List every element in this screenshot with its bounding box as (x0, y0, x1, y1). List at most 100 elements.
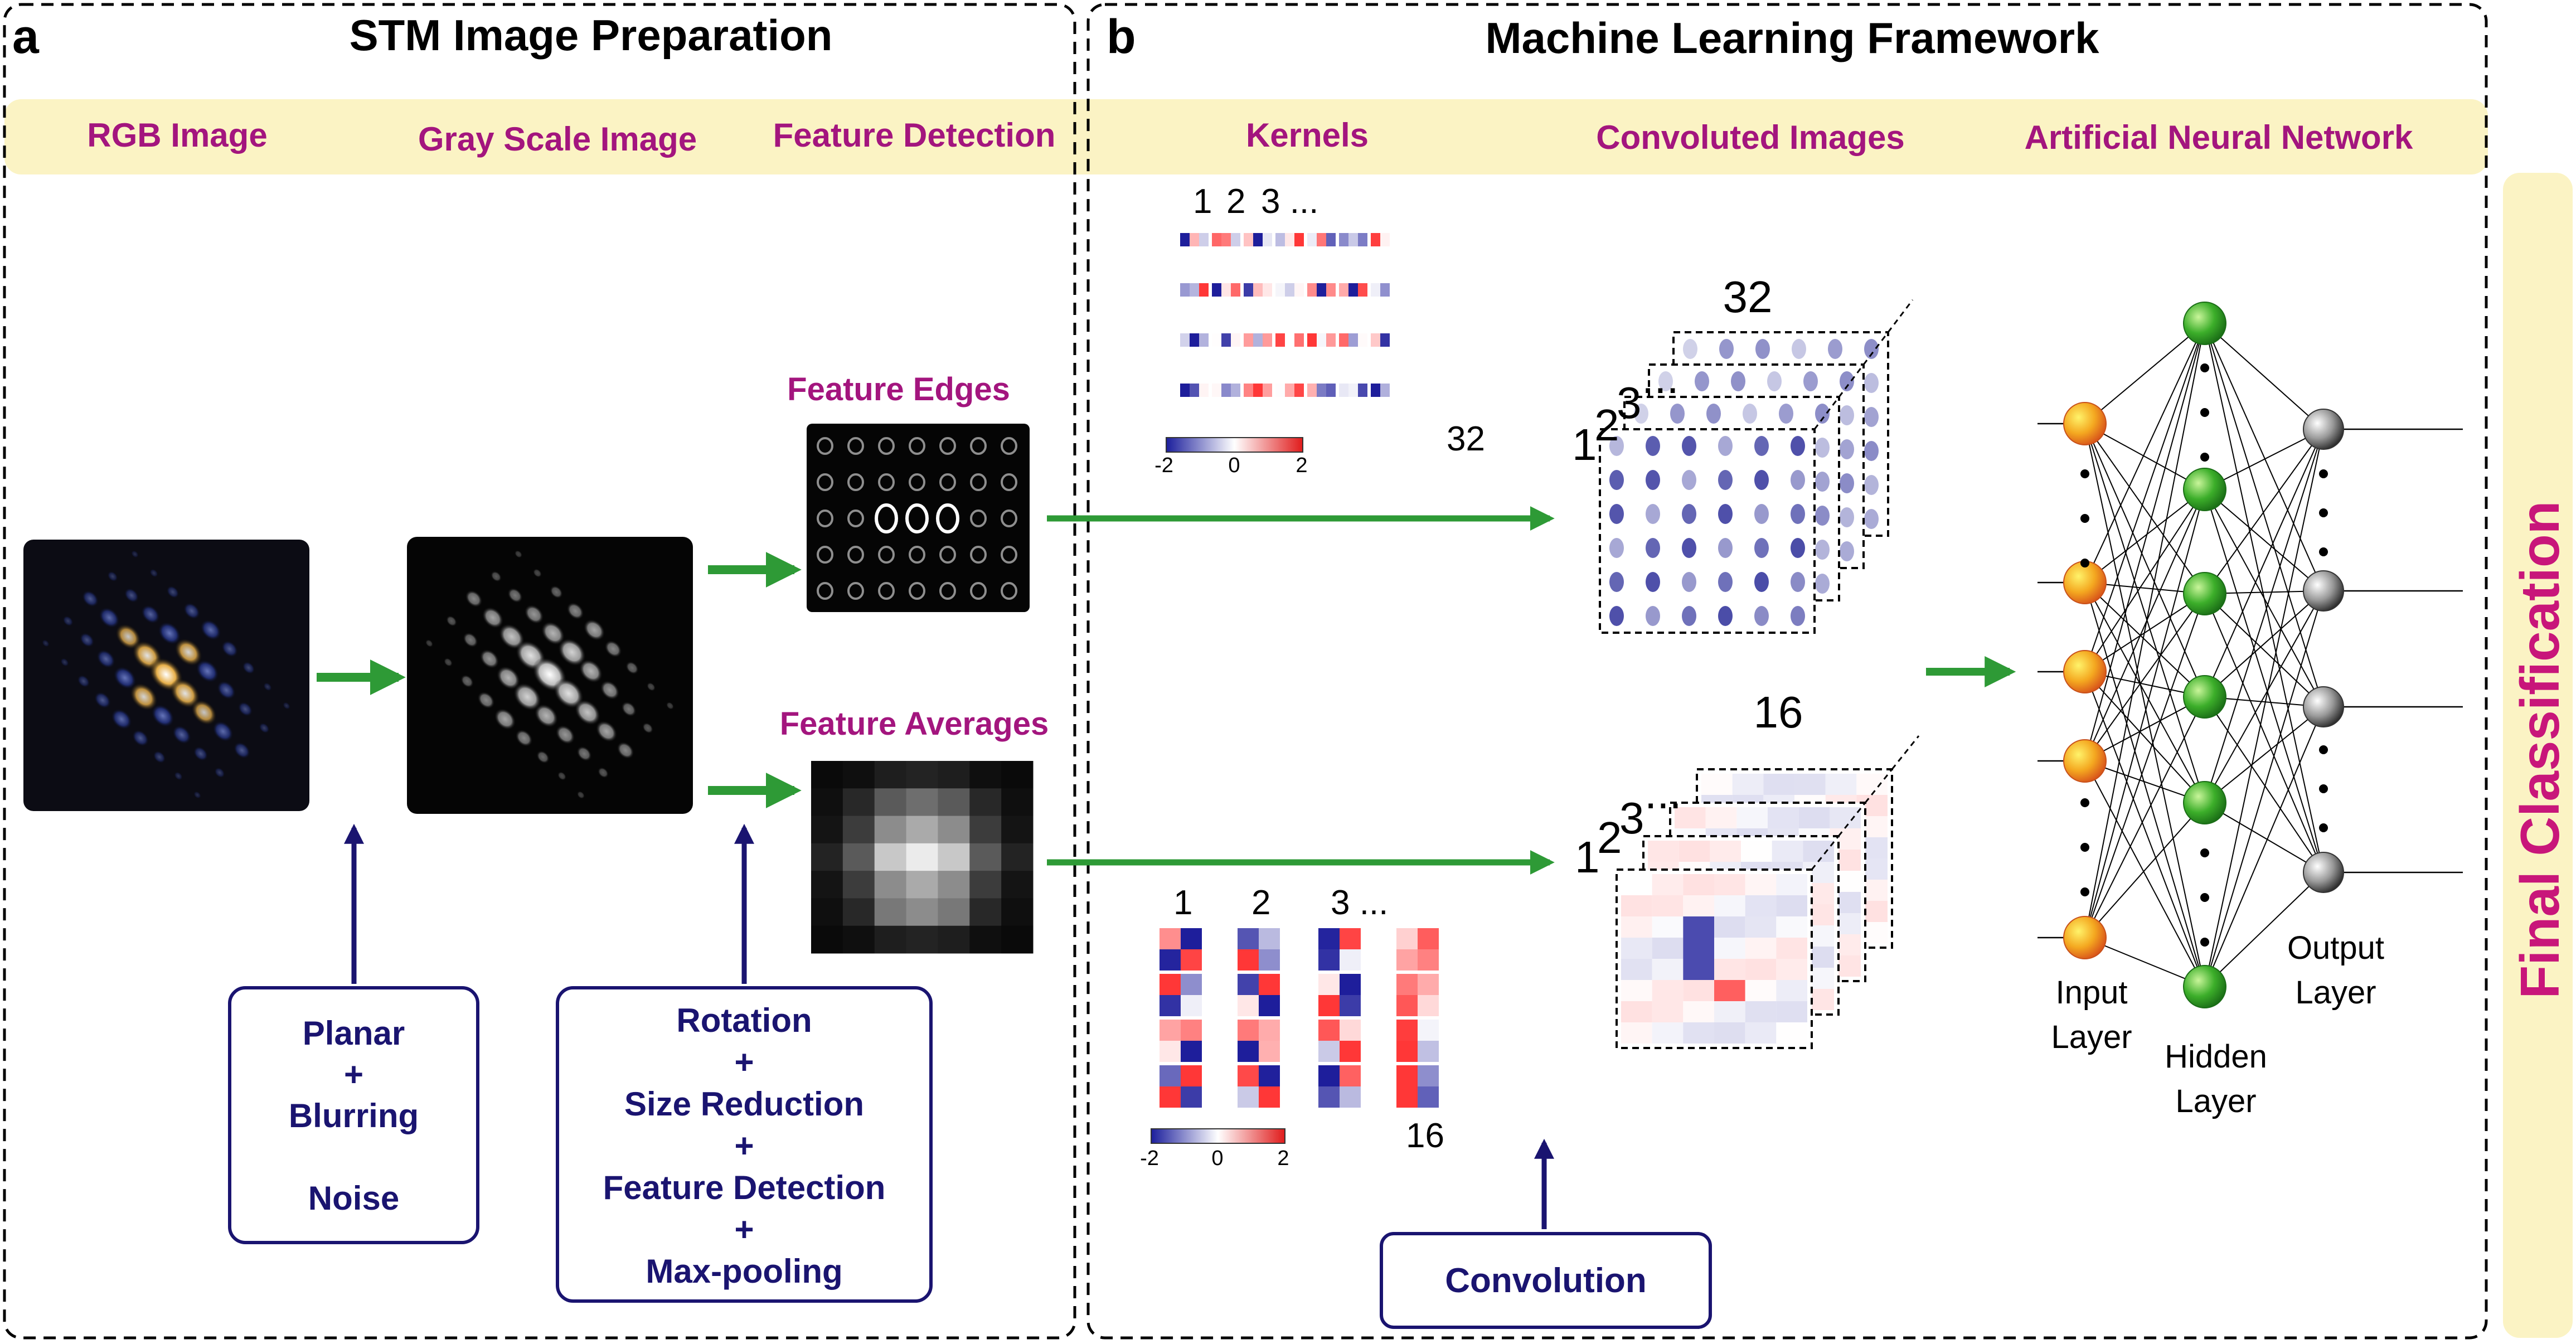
kernel-cell (1238, 1020, 1259, 1041)
kernel-cell (1212, 233, 1221, 246)
conv-cell (1830, 807, 1861, 828)
edge-ring (939, 437, 956, 455)
kernel-cell (1199, 283, 1209, 297)
gray-spot (465, 590, 483, 608)
kernel-cell (1285, 283, 1294, 297)
connection (2204, 593, 2324, 707)
kernel-cell (1160, 974, 1181, 995)
conv-cell (1776, 1001, 1807, 1022)
conv-spot (1791, 572, 1805, 592)
average-cell (874, 898, 907, 926)
conv-cell (1714, 1001, 1745, 1022)
kernel-cell (1371, 333, 1380, 347)
rgb-spot (237, 701, 253, 717)
rgb-spot (110, 708, 133, 730)
kernel-cell (1190, 233, 1199, 246)
average-cell (906, 816, 938, 844)
kernel-cell (1180, 384, 1190, 397)
gray-spot (460, 675, 474, 688)
gray-spot (600, 680, 620, 700)
gray-spot (666, 701, 675, 710)
svg-text:Layer: Layer (2175, 1083, 2256, 1119)
conv-cell (1732, 774, 1764, 795)
average-cell (1001, 761, 1034, 789)
conv-cell (1701, 774, 1733, 795)
ellipsis-dot (2319, 784, 2328, 793)
conv-cell (1621, 895, 1652, 916)
kernel-cell (1348, 233, 1358, 246)
gray-spot (617, 741, 634, 759)
kernel-cell (1181, 928, 1202, 949)
conv-cell (1714, 980, 1745, 1001)
conv-spot (1719, 339, 1734, 359)
kernel-cell (1318, 1086, 1340, 1108)
conv-spot (1646, 470, 1660, 490)
gray-spot (491, 571, 502, 582)
convolution-box (1380, 1232, 1712, 1329)
conv-cell (1621, 1022, 1652, 1044)
ellipsis-dot (2200, 848, 2209, 857)
kernel-cell (1190, 283, 1199, 297)
conv-cell (1683, 938, 1714, 959)
conv-spot (1791, 436, 1805, 456)
feature-detection-label: Feature Detection (773, 117, 1056, 154)
connection (2204, 489, 2324, 873)
bottom-colorbar (1151, 1128, 1285, 1144)
svg-text:Input: Input (2056, 974, 2128, 1011)
conv-cell (1714, 938, 1745, 959)
connection (2204, 706, 2324, 987)
kernel-cell (1259, 1041, 1280, 1062)
conv-cell (1652, 874, 1684, 895)
input-node (2063, 739, 2107, 783)
feature-averages-label: Feature Averages (780, 706, 1049, 742)
kernel-cell (1396, 995, 1418, 1016)
kernel-cell (1340, 1065, 1361, 1086)
ann-label: Artificial Neural Network (2025, 119, 2413, 156)
connection (2084, 489, 2205, 761)
edge-ring (847, 437, 864, 455)
gray-spot (536, 750, 550, 764)
average-cell (811, 843, 843, 871)
connection (2084, 593, 2205, 761)
kernel-cell (1221, 233, 1231, 246)
rgb-spot (212, 720, 234, 743)
connection (2204, 590, 2324, 803)
conv-cell (1825, 774, 1857, 795)
average-cell (1001, 925, 1034, 954)
ellipsis-dot (2080, 469, 2089, 478)
connection (2204, 590, 2324, 697)
conv-spot (1791, 470, 1805, 490)
conv-spot (1754, 470, 1769, 490)
gray-spot (553, 678, 584, 709)
top-colorbar-mid: 0 (1228, 454, 1240, 477)
ellipsis-dot (2319, 823, 2328, 832)
stack-edge (1891, 735, 1920, 770)
average-cell (969, 816, 1002, 844)
rgb-spot (193, 790, 202, 799)
conv-cell (1714, 895, 1745, 916)
svg-text:1: 1 (1173, 884, 1192, 922)
kernel-cell (1396, 949, 1418, 971)
connection (2084, 323, 2205, 672)
kernel-cell (1238, 1065, 1259, 1086)
hidden-node (2183, 675, 2226, 719)
kernel-cell (1160, 928, 1181, 949)
svg-text:3: 3 (1617, 378, 1642, 428)
kernel-cell (1294, 384, 1304, 397)
edge-ring (909, 437, 925, 455)
processing-box-text: Rotation + Size Reduction + Feature Dete… (603, 1001, 886, 1290)
rgb-spot (140, 604, 161, 624)
kernel-cell (1396, 1020, 1418, 1041)
conv-spot (1792, 339, 1806, 359)
average-cell (969, 898, 1002, 926)
conv-cell (1714, 916, 1745, 938)
kernel-cell (1181, 995, 1202, 1016)
kernel-cell (1358, 384, 1367, 397)
rgb-spot (115, 623, 142, 650)
kernel-cell (1294, 283, 1304, 297)
average-cell (842, 816, 875, 844)
connection (2204, 429, 2324, 594)
connection (2084, 323, 2205, 761)
conv-spot (1743, 404, 1757, 424)
hidden-node (2183, 572, 2226, 615)
